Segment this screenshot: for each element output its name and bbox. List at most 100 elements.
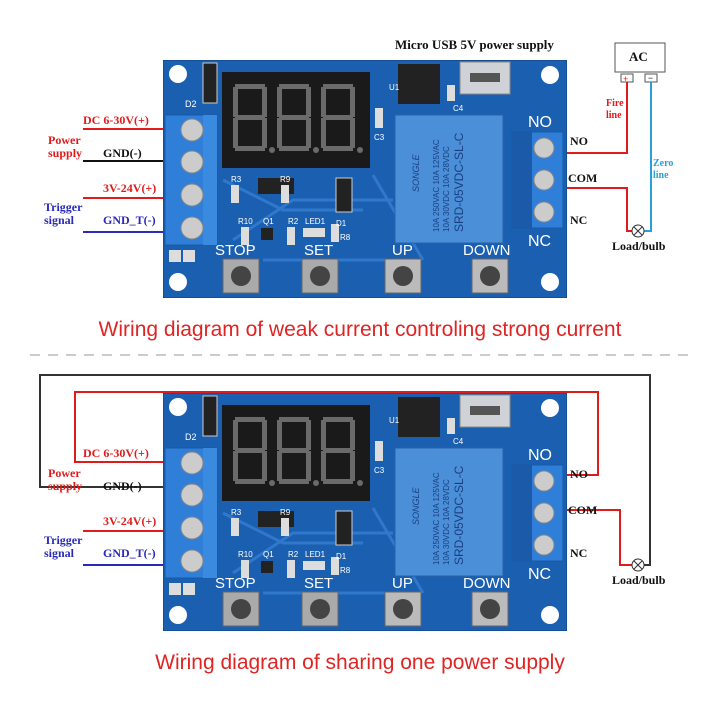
svg-text:NC: NC [528,566,551,583]
svg-text:STOP: STOP [215,575,256,592]
relay-module-board: D2 R3 R9 R10 Q1 R2 LED1 R8 D1 C3 U1 C4 S… [162,392,568,632]
svg-text:D2: D2 [185,432,197,442]
voltage-regulator [398,64,440,104]
mounting-holes [169,398,559,624]
caption-bottom: Wiring diagram of sharing one power supp… [155,651,565,674]
svg-text:UP: UP [392,242,413,259]
svg-text:LED1: LED1 [305,217,326,226]
bulb-icon [631,558,645,572]
left-terminal-block [164,114,218,246]
buttons [222,591,509,627]
svg-text:NC: NC [528,233,551,250]
svg-text:R8: R8 [340,233,351,242]
svg-text:SET: SET [304,575,333,592]
svg-text:R10: R10 [238,217,253,226]
svg-text:R8: R8 [340,566,351,575]
gnd-t-label: GND_T(-) [103,213,156,227]
svg-text:D2: D2 [185,99,197,109]
up-button[interactable] [384,258,422,294]
svg-text:DOWN: DOWN [463,575,511,592]
svg-text:SRD-05VDC-SL-C: SRD-05VDC-SL-C [452,132,466,232]
com-label: COM [568,503,598,517]
ac-source-box [614,42,666,73]
svg-text:R3: R3 [231,175,242,184]
relay: SRD-05VDC-SL-C 10A 30VDC 10A 28VDC 10A 2… [394,447,504,577]
svg-text:C4: C4 [453,437,464,446]
no-label: NO [570,134,588,148]
trigger-voltage-label: 3V-24V(+) [103,181,157,195]
dc-label: DC 6-30V(+) [83,113,149,127]
zero-line-wire [644,82,652,232]
dc-label: DC 6-30V(+) [83,446,149,460]
up-button[interactable] [384,591,422,627]
svg-text:SET: SET [304,242,333,259]
bulb-icon [631,224,645,238]
diode-d2 [202,395,218,437]
relay-terminal-block [511,131,564,229]
caption-top: Wiring diagram of weak current controlin… [98,318,622,341]
set-button[interactable] [301,258,339,294]
relay-module-board: D2 R3 R9 R10 Q1 R2 LED1 R8 D1 C3 U1 C4 S… [162,59,568,299]
svg-text:R3: R3 [231,508,242,517]
down-button[interactable] [471,591,509,627]
svg-text:R9: R9 [280,508,291,517]
svg-text:NO: NO [528,447,552,464]
svg-text:U1: U1 [389,416,400,425]
stop-button[interactable] [222,258,260,294]
svg-text:R2: R2 [288,550,299,559]
svg-text:SRD-05VDC-SL-C: SRD-05VDC-SL-C [452,465,466,565]
trigger-voltage-label: 3V-24V(+) [103,514,157,528]
buttons [222,258,509,294]
relay-terminal-block [511,464,564,562]
com-label: COM [568,171,598,185]
ac-label: AC [629,49,648,64]
ac-plus: + [623,74,629,84]
svg-text:SONGLE: SONGLE [411,486,421,525]
svg-text:R9: R9 [280,175,291,184]
seven-segment-display [222,405,370,501]
svg-text:DOWN: DOWN [463,242,511,259]
com-wire [565,187,632,232]
nc-label: NC [570,546,588,560]
svg-text:STOP: STOP [215,242,256,259]
no-label: NO [570,467,588,481]
svg-text:Q1: Q1 [263,217,274,226]
board-top: D2 R3 R9 R10 Q1 R2 LED1 R8 D1 C3 U1 C4 S… [162,59,568,299]
svg-text:C4: C4 [453,104,464,113]
gnd-label: GND(-) [103,479,142,493]
svg-text:D1: D1 [336,219,347,228]
fire-line-wire [565,82,628,154]
load-label: Load/bulb [612,573,666,587]
set-button[interactable] [301,591,339,627]
svg-text:D1: D1 [336,552,347,561]
svg-text:UP: UP [392,575,413,592]
ac-minus: − [648,73,654,83]
svg-text:10A 30VDC 10A 28VDC: 10A 30VDC 10A 28VDC [442,146,451,232]
svg-text:10A 30VDC 10A 28VDC: 10A 30VDC 10A 28VDC [442,479,451,565]
voltage-regulator [398,397,440,437]
stop-button[interactable] [222,591,260,627]
shared-power-wire [74,391,599,476]
svg-text:10A 250VAC 10A 125VAC: 10A 250VAC 10A 125VAC [432,139,441,232]
svg-text:Q1: Q1 [263,550,274,559]
load-label: Load/bulb [612,239,666,253]
down-button[interactable] [471,258,509,294]
svg-text:LED1: LED1 [305,550,326,559]
nc-label: NC [570,213,588,227]
diode-d2 [202,62,218,104]
mounting-holes [169,65,559,291]
svg-text:R10: R10 [238,550,253,559]
gnd-t-label: GND_T(-) [103,546,156,560]
relay: SRD-05VDC-SL-C 10A 30VDC 10A 28VDC 10A 2… [394,114,504,244]
shared-gnd-wire [39,374,651,566]
svg-text:U1: U1 [389,83,400,92]
board-bottom: D2 R3 R9 R10 Q1 R2 LED1 R8 D1 C3 U1 C4 S… [162,392,568,632]
svg-text:R2: R2 [288,217,299,226]
left-terminal-block [164,447,218,579]
